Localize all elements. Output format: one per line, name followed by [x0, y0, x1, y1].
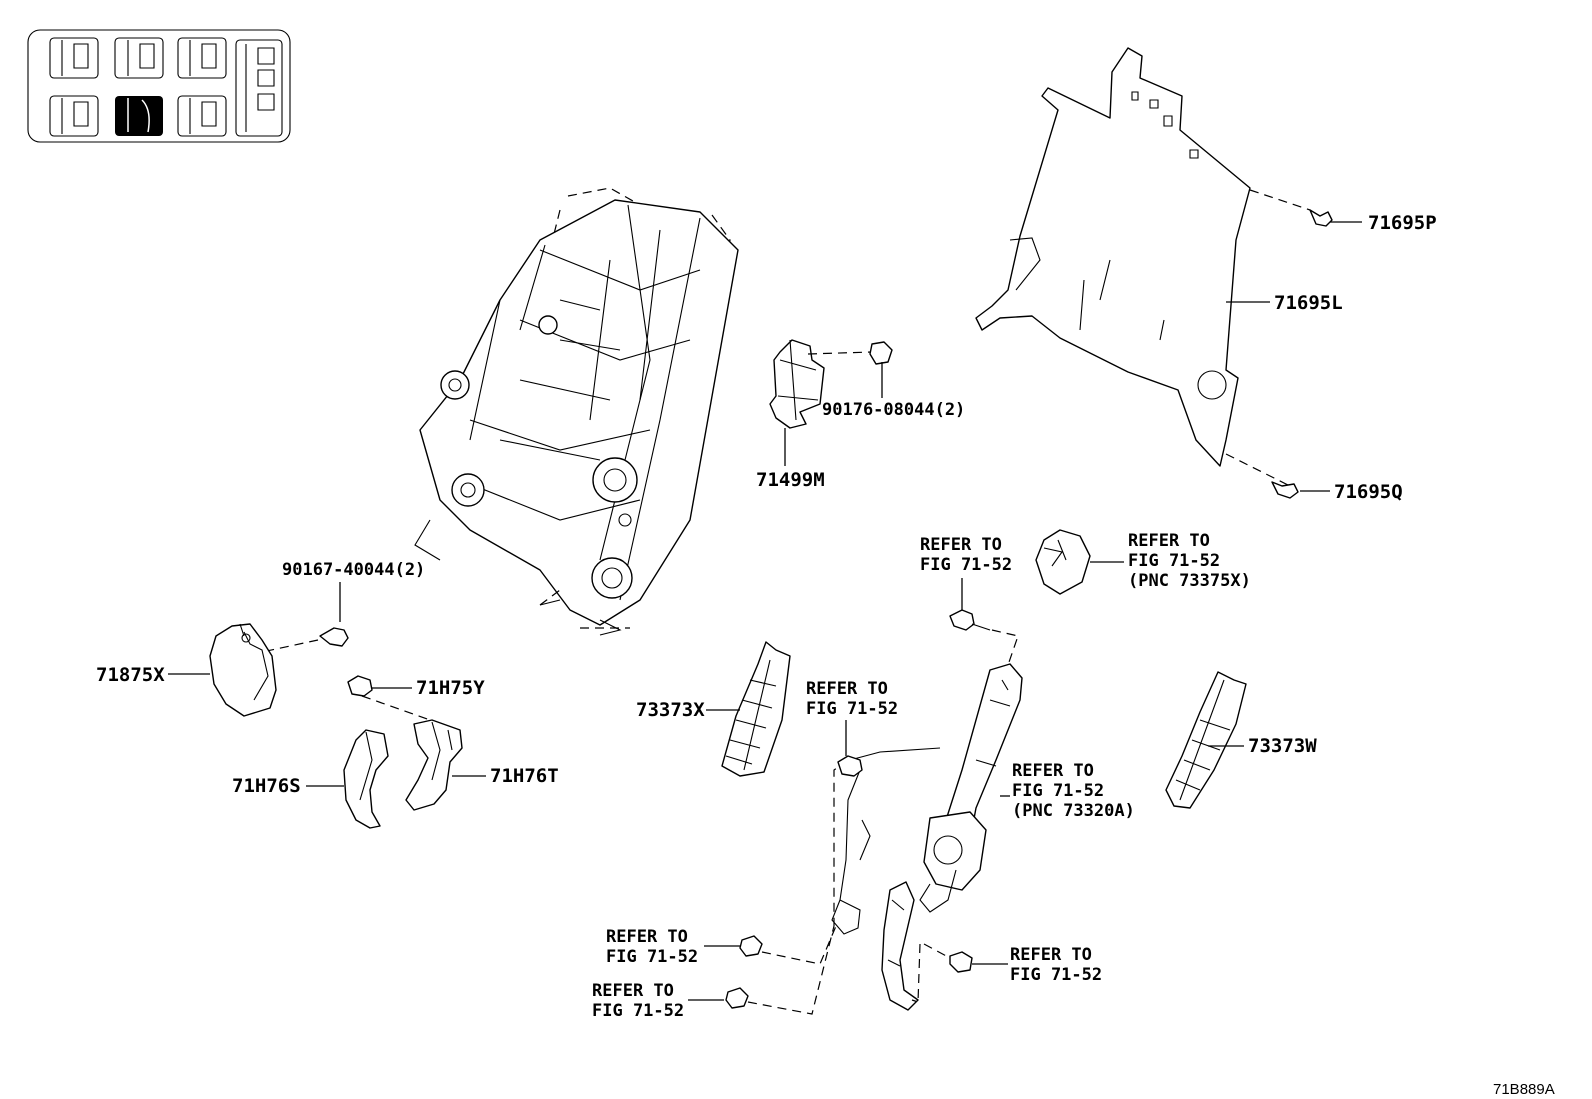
- callout-90167-40044: 90167-40044(2): [282, 560, 425, 580]
- refer-note-73375X: REFER TO FIG 71-52 (PNC 73375X): [1128, 531, 1251, 591]
- seat-belt-assembly-73320A: [831, 663, 1023, 1011]
- refer-note-bolt-upper: REFER TO FIG 71-52: [920, 535, 1012, 575]
- refer-to-text: REFER TO: [592, 981, 674, 1001]
- refer-note-bolt-lower: REFER TO FIG 71-52: [1010, 945, 1102, 985]
- callout-90176-08044: 90176-08044(2): [822, 400, 965, 420]
- bolt-90167-40044: [319, 627, 349, 647]
- refer-note-nut-middle: REFER TO FIG 71-52: [806, 679, 898, 719]
- pnc-73320A-text: (PNC 73320A): [1012, 801, 1135, 821]
- pnc-73375X-text: (PNC 73375X): [1128, 571, 1251, 591]
- refer-to-text: REFER TO: [1128, 531, 1210, 551]
- belt-cover-73375X: [1035, 529, 1091, 595]
- clip-71695Q: 71695Q: [1225, 453, 1403, 503]
- callout-71695Q: 71695Q: [1334, 481, 1403, 503]
- callout-71H76S: 71H76S: [232, 775, 301, 797]
- callout-73373W: 73373W: [1248, 735, 1317, 757]
- seatback-board-71695L: [975, 47, 1251, 467]
- refer-to-text: REFER TO: [1010, 945, 1092, 965]
- trim-73373X: [721, 641, 791, 777]
- callout-71499M: 71499M: [756, 469, 825, 491]
- callout-71H76T: 71H76T: [490, 765, 559, 787]
- fig-ref-text: FIG 71-52: [1012, 781, 1104, 801]
- seat-locator-icon: [27, 29, 291, 143]
- clip-71H75Y: [347, 675, 373, 697]
- refer-to-text: REFER TO: [606, 927, 688, 947]
- fig-ref-text: FIG 71-52: [806, 699, 898, 719]
- fig-ref-text: FIG 71-52: [606, 947, 698, 967]
- fig-ref-text: FIG 71-52: [1010, 965, 1102, 985]
- trim-73373W: [1165, 671, 1247, 809]
- callout-73373X: 73373X: [636, 699, 705, 721]
- callout-71875X: 71875X: [96, 664, 165, 686]
- callout-71695P: 71695P: [1368, 212, 1437, 234]
- refer-to-text: REFER TO: [920, 535, 1002, 555]
- fig-ref-text: FIG 71-52: [592, 1001, 684, 1021]
- clip-71695P: 71695P: [1249, 189, 1437, 234]
- cover-71H76T: [405, 719, 463, 811]
- cover-71H76S: [343, 729, 389, 829]
- refer-note-nut-lower-2: REFER TO FIG 71-52: [592, 981, 684, 1021]
- callout-71695L: 71695L: [1274, 292, 1343, 314]
- fig-ref-text: FIG 71-52: [1128, 551, 1220, 571]
- cover-71875X: [209, 623, 277, 717]
- refer-to-text: REFER TO: [806, 679, 888, 699]
- fig-ref-text: FIG 71-52: [920, 555, 1012, 575]
- refer-note-nut-lower-1: REFER TO FIG 71-52: [606, 927, 698, 967]
- seat-back-frame: [414, 187, 739, 636]
- callout-71H75Y: 71H75Y: [416, 677, 485, 699]
- bracket-71499M: 90176-08044(2) 71499M: [756, 339, 965, 491]
- refer-note-73320A: REFER TO FIG 71-52 (PNC 73320A): [1012, 761, 1135, 821]
- diagram-code: 71B889A: [1493, 1081, 1555, 1098]
- refer-to-text: REFER TO: [1012, 761, 1094, 781]
